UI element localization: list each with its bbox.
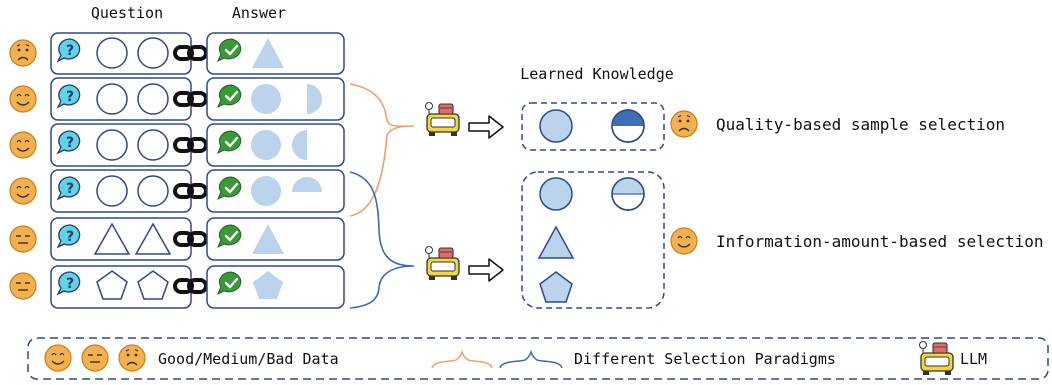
face-good-icon: [44, 344, 72, 372]
information-selection-label: Information-amount-based selection: [716, 232, 1044, 251]
knowledge-circle: [539, 109, 573, 143]
face-good-icon: [9, 177, 37, 205]
question-header: Question: [91, 4, 163, 22]
answer-pentagon: [253, 271, 283, 299]
table-row: [9, 265, 345, 309]
legend-paradigms: Different Selection Paradigms: [574, 350, 836, 368]
question-circle: [96, 83, 128, 115]
table-row: [9, 32, 345, 75]
face-good-icon: [9, 131, 37, 159]
face-good-icon: [670, 227, 698, 255]
knowledge-half-light: [612, 178, 644, 194]
answer-circle: [251, 130, 281, 160]
legend-llm: LLM: [960, 350, 987, 368]
llm-robot-icon: [424, 245, 460, 281]
answer-half-circle: [307, 84, 322, 114]
arrow-right-icon: [468, 115, 504, 139]
answer-header: Answer: [232, 4, 286, 22]
quality-selection-label: Quality-based sample selection: [716, 115, 1005, 134]
question-circle: [96, 129, 128, 161]
table-row: [9, 123, 345, 167]
face-medium-icon: [9, 225, 37, 253]
legend-box: [27, 337, 1049, 380]
question-circle: [137, 37, 169, 69]
answer-circle: [251, 176, 281, 206]
question-circle: [137, 83, 169, 115]
face-bad-icon: [118, 344, 146, 372]
question-circle: [137, 175, 169, 207]
face-bad-icon: [9, 39, 37, 67]
face-medium-icon: [9, 272, 37, 300]
face-bad-icon: [670, 110, 698, 138]
question-triangle: [93, 222, 131, 255]
blue-brace: [349, 171, 415, 309]
learned-knowledge-label: Learned Knowledge: [520, 65, 674, 83]
table-row: [9, 169, 345, 213]
knowledge-circle: [539, 177, 573, 211]
question-circle: [96, 37, 128, 69]
knowledge-triangle: [537, 225, 575, 259]
question-pentagon: [96, 270, 128, 300]
legend-blue-brace: [499, 349, 563, 369]
answer-circle: [251, 84, 281, 114]
legend-data-quality: Good/Medium/Bad Data: [158, 350, 339, 368]
question-triangle: [134, 222, 172, 255]
table-row: [9, 217, 345, 261]
knowledge-half-dark: [612, 110, 644, 126]
face-good-icon: [9, 85, 37, 113]
legend-orange-brace: [431, 349, 493, 369]
llm-robot-icon: [424, 101, 460, 137]
answer-triangle: [252, 224, 284, 254]
answer-triangle: [252, 38, 284, 68]
face-medium-icon: [81, 344, 109, 372]
knowledge-pentagon: [539, 271, 573, 303]
arrow-right-icon: [468, 258, 504, 282]
question-circle: [96, 175, 128, 207]
answer-half-circle: [292, 177, 322, 192]
question-pentagon: [137, 270, 169, 300]
answer-half-circle: [292, 130, 307, 160]
table-row: [9, 77, 345, 121]
question-circle: [137, 129, 169, 161]
orange-brace: [349, 83, 415, 217]
